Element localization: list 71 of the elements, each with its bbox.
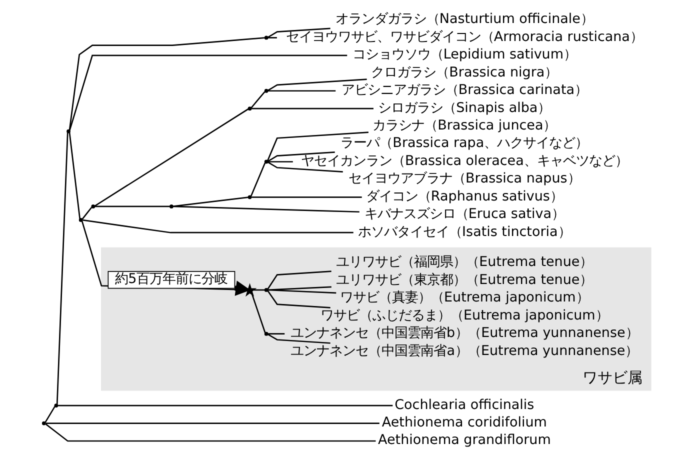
connector	[267, 78, 367, 92]
connector	[254, 289, 265, 291]
node-point	[170, 204, 174, 208]
connector	[268, 37, 277, 38]
node-star	[242, 283, 257, 297]
connector	[82, 219, 354, 234]
connector	[268, 289, 336, 294]
node-point	[264, 36, 268, 40]
node-text: セイヨウアブラナ（Brassica napus）	[348, 170, 580, 187]
node-text: クロガラシ（Brassica nigra）	[371, 64, 558, 80]
connector	[250, 162, 266, 196]
node-point	[54, 404, 58, 408]
node-text: Aethionema coridifolium	[382, 414, 547, 430]
node-point	[264, 332, 268, 336]
connector	[250, 91, 266, 108]
connector	[82, 206, 92, 220]
node-text: ユリワサビ（東京都）（Eutrema tenue）	[336, 272, 593, 288]
connector	[267, 334, 330, 344]
node-text: アビシニアガラシ（Brassica carinata）	[341, 82, 588, 98]
node-text: シロガラシ（Sinapis alba）	[378, 100, 551, 116]
connector	[94, 108, 249, 207]
connector	[56, 132, 68, 404]
node-text: ダイコン（Raphanus sativus）	[366, 188, 563, 204]
node-text: ユリワサビ（福岡県）（Eutrema tenue）	[336, 254, 593, 270]
node-box: 約5百万年前に分岐	[108, 271, 236, 289]
connector	[267, 270, 332, 290]
node-text: ワサビ（真妻）（Eutrema japonicum）	[340, 290, 589, 306]
connector	[94, 206, 170, 208]
connector	[267, 152, 335, 162]
connector	[267, 290, 330, 308]
node-point	[248, 106, 252, 111]
node-point	[42, 421, 46, 426]
node-text: キバナスズシロ（Eruca sativa）	[364, 206, 564, 222]
connector	[268, 90, 336, 92]
connector	[69, 54, 348, 130]
node-point	[264, 160, 268, 164]
node-point	[264, 88, 268, 93]
connector	[46, 422, 380, 424]
connector	[45, 424, 376, 442]
connector	[44, 406, 56, 423]
connector	[267, 132, 368, 161]
node-text: Cochlearia officinalis	[394, 396, 534, 413]
node-text: セイヨウワサビ、ワサビダイコン（Armoracia rusticana）	[286, 28, 643, 45]
connector	[268, 161, 293, 162]
connector	[252, 108, 374, 110]
connector	[268, 333, 285, 335]
node-point	[91, 204, 96, 208]
node-text: ユンナネンセ（中国雲南省b）（Eutrema yunnanense）	[290, 325, 638, 342]
connector	[173, 196, 248, 208]
node-text: オランダガラシ（Nasturtium officinale）	[335, 11, 594, 28]
connector	[173, 206, 360, 213]
connector	[252, 294, 266, 333]
node-text: コショウソウ（Lepidium sativum）	[352, 46, 576, 63]
connector	[68, 37, 264, 130]
node-text: ワサビ（ふじだるま）（Eutrema japonicum）	[320, 307, 608, 324]
connector	[267, 162, 343, 172]
node-point	[248, 195, 252, 200]
node-point	[66, 129, 70, 134]
node-text: カラシナ（Brassica juncea）	[372, 118, 556, 134]
node-text: ユンナネンセ（中国雲南省a）（Eutrema yunnanense）	[290, 342, 638, 359]
node-text: Aethionema grandiflorum	[378, 432, 551, 448]
connector	[267, 28, 330, 38]
node-text: ホソバタイセイ（Isatis tinctoria）	[358, 224, 571, 240]
connector	[68, 132, 81, 219]
connector	[252, 196, 362, 198]
connector	[58, 404, 393, 406]
connector	[268, 286, 332, 291]
node-text: ヤセイカンラン（Brassica oleracea、キャベツなど）	[300, 152, 628, 169]
node-point	[264, 288, 268, 292]
node-text: ラーパ（Brassica rapa、ハクサイなど）	[340, 135, 588, 152]
node-point	[78, 218, 83, 222]
